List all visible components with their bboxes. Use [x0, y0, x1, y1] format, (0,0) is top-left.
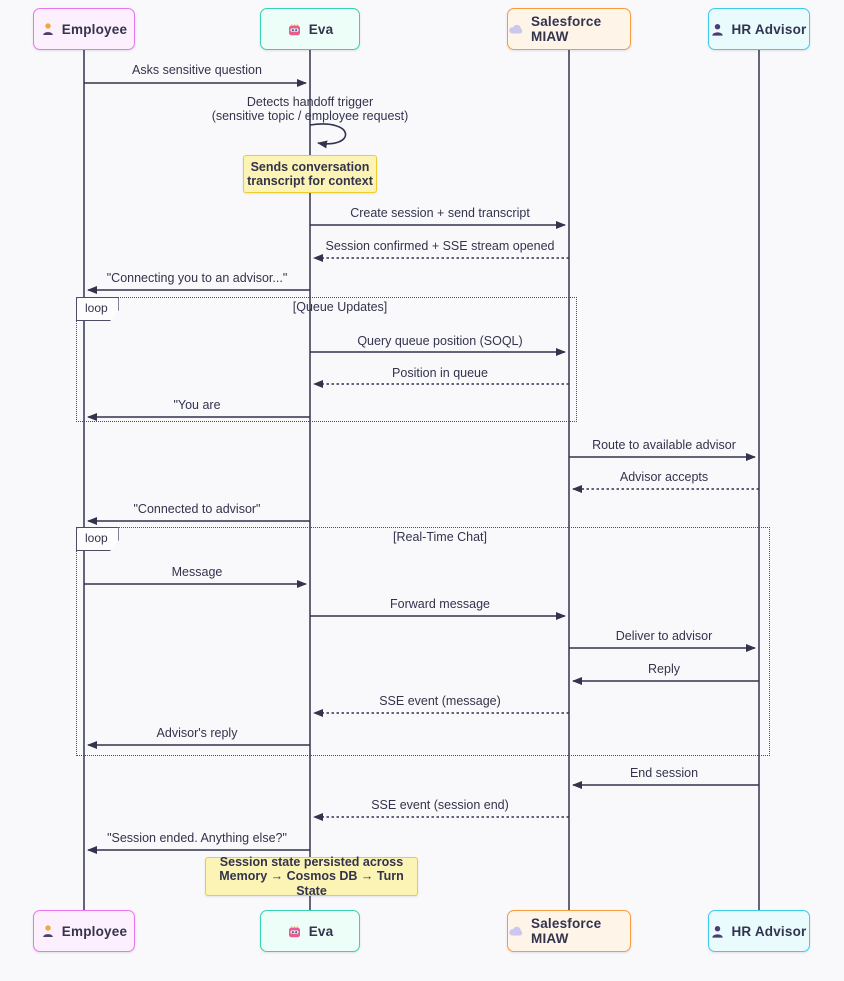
actor-label: Eva [308, 21, 334, 37]
actor-hr-top: HR Advisor [708, 8, 810, 50]
actor-label: Eva [308, 923, 334, 939]
note-session-state: Session state persisted across Memory → … [205, 854, 418, 898]
loop-frame-queue-updates [76, 297, 577, 422]
note-line: transcript for context [247, 174, 373, 188]
message-label: "Connecting you to an advisor..." [106, 271, 288, 285]
loop-badge: loop [76, 297, 119, 321]
bust-silhouette-icon [711, 23, 724, 36]
cloud-icon [508, 23, 524, 35]
actor-label: Employee [61, 21, 128, 37]
message-label: Reply [648, 662, 680, 676]
cloud-icon [508, 925, 524, 937]
message-label: Position in queue [392, 366, 488, 380]
message-label: Deliver to advisor [615, 629, 713, 643]
message-label: "Connected to advisor" [133, 502, 261, 516]
actor-hr-bottom: HR Advisor [708, 910, 810, 952]
actor-miaw-bottom: Salesforce MIAW [507, 910, 631, 952]
actor-employee-top: Employee [33, 8, 135, 50]
loop-title: [Queue Updates] [292, 300, 388, 314]
actor-label: Salesforce MIAW [531, 916, 602, 946]
message-label: SSE event (session end) [371, 798, 509, 812]
message-label: Advisor accepts [619, 470, 709, 484]
actor-eva-bottom: Eva [260, 910, 360, 952]
person-icon [41, 22, 55, 36]
self-message-line2: (sensitive topic / employee request) [211, 108, 409, 123]
message-label: SSE event (message) [379, 694, 501, 708]
actor-employee-bottom: Employee [33, 910, 135, 952]
message-label: "Session ended. Anything else?" [107, 831, 287, 845]
robot-icon [287, 22, 302, 36]
actor-label: HR Advisor [731, 923, 807, 939]
message-label: Message [171, 565, 223, 579]
actor-eva-top: Eva [260, 8, 360, 50]
message-label: Query queue position (SOQL) [357, 334, 523, 348]
message-label: Create session + send transcript [350, 206, 530, 220]
message-label: Session confirmed + SSE stream opened [325, 239, 555, 253]
message-label: Advisor's reply [156, 726, 238, 740]
note-transcript: Sends conversation transcript for contex… [243, 155, 377, 193]
note-line: Memory → Cosmos DB → Turn State [219, 869, 404, 898]
message-label: End session [629, 766, 699, 780]
person-icon [41, 924, 55, 938]
loop-title: [Real-Time Chat] [392, 530, 488, 544]
note-line: Sends conversation [250, 159, 370, 174]
actor-label: Employee [61, 923, 128, 939]
actor-label: HR Advisor [731, 21, 807, 37]
message-label: Asks sensitive question [132, 63, 262, 77]
message-label: Forward message [389, 597, 491, 611]
message-label: "You are [173, 398, 221, 412]
message-label: Route to available advisor [592, 438, 736, 452]
note-line: Session state persisted across [219, 854, 404, 869]
loop-badge: loop [76, 527, 119, 551]
robot-icon [287, 924, 302, 938]
actor-label: Salesforce MIAW [531, 14, 602, 44]
bust-silhouette-icon [711, 925, 724, 938]
self-message-label: Detects handoff trigger (sensitive topic… [211, 95, 409, 123]
loop-frame-real-time-chat [76, 527, 770, 756]
self-message-line1: Detects handoff trigger [246, 95, 374, 109]
actor-miaw-top: Salesforce MIAW [507, 8, 631, 50]
